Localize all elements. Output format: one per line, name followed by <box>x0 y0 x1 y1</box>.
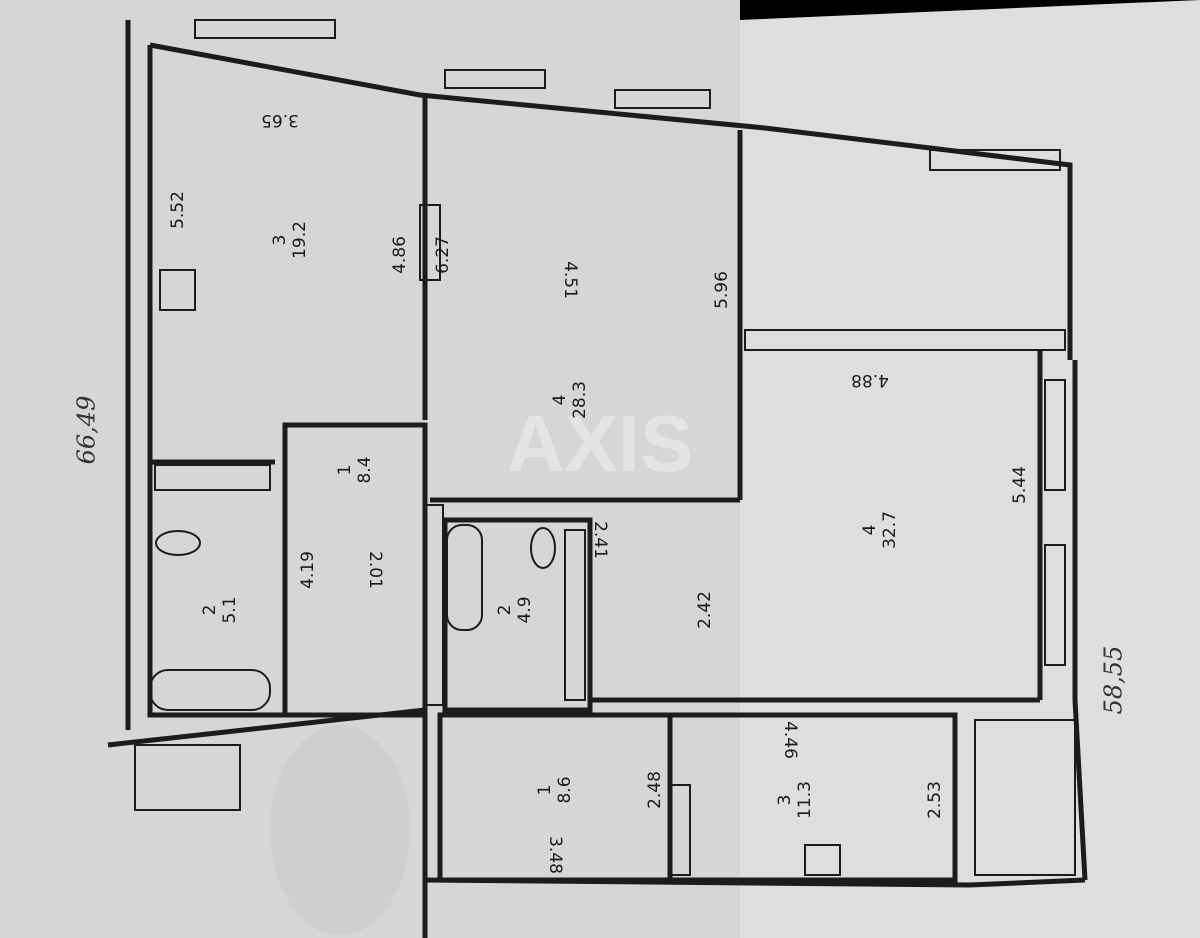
room-area: 11.3 <box>795 781 815 819</box>
dimension: 4.46 <box>780 721 800 759</box>
room-4-28.3: 4 28.3 6.27 4.51 5.96 <box>433 236 732 419</box>
toilet-icon <box>155 530 201 556</box>
room-4-32.7: 4 32.7 4.88 5.44 <box>851 370 1030 549</box>
dimension: 6.27 <box>433 236 453 274</box>
room-number: 1 <box>335 465 355 476</box>
dimension: 4.86 <box>390 236 410 274</box>
room-area: 5.1 <box>220 596 240 623</box>
sink-icon <box>154 464 271 491</box>
room-area: 28.3 <box>570 381 590 419</box>
dimension: 2.41 <box>590 521 610 559</box>
counter-icon <box>669 784 691 876</box>
room-1-8.4: 1 8.4 4.19 2.01 <box>298 456 385 588</box>
dimension: 5.96 <box>712 271 732 309</box>
room-number: 4 <box>550 395 570 406</box>
dimension: 3.65 <box>261 110 299 130</box>
room-2-4.9: 2 4.9 <box>495 596 535 623</box>
fixtures <box>149 269 841 876</box>
room-3-19.2: 3 19.2 5.52 4.86 3.65 <box>168 110 410 274</box>
room-area: 4.9 <box>515 596 535 623</box>
walls <box>107 20 1088 938</box>
hall: 2.41 2.42 <box>590 521 715 629</box>
room-number: 1 <box>535 785 555 796</box>
toilet-icon <box>530 527 556 569</box>
handwritten-total-right: 58,55 <box>1100 646 1128 715</box>
stove-icon <box>159 269 196 311</box>
windows <box>194 19 1066 666</box>
room-number: 4 <box>860 525 880 536</box>
watermark: AXIS <box>507 399 694 488</box>
dimension: 5.52 <box>168 191 188 229</box>
bathtub-icon <box>149 669 271 711</box>
dimension: 2.53 <box>925 781 945 819</box>
room-3-11.3: 3 11.3 4.46 2.53 <box>775 721 945 819</box>
handwritten-total-left: 66,49 <box>73 396 101 465</box>
room-area: 8.6 <box>555 776 575 803</box>
dimension: 2.48 <box>645 771 665 809</box>
room-number: 2 <box>200 605 220 616</box>
dimension: 3.48 <box>545 836 565 874</box>
stove-icon <box>804 844 841 876</box>
paper-sheet-right <box>740 0 1200 938</box>
room-area: 32.7 <box>880 511 900 549</box>
room-number: 3 <box>775 795 795 806</box>
redaction-blur <box>270 725 410 935</box>
bathtub-icon <box>446 524 483 631</box>
room-2-5.1: 2 5.1 <box>200 596 240 623</box>
room-1-8.6: 1 8.6 2.48 3.48 <box>535 771 665 874</box>
dimension: 4.88 <box>851 370 889 390</box>
counter-icon <box>564 529 586 701</box>
dimension: 4.51 <box>560 261 580 299</box>
room-area: 19.2 <box>290 221 310 259</box>
room-area: 8.4 <box>355 456 375 483</box>
room-number: 3 <box>270 235 290 246</box>
dimension: 5.44 <box>1010 466 1030 504</box>
dimension: 2.01 <box>365 551 385 589</box>
room-number: 2 <box>495 605 515 616</box>
dimension: 4.19 <box>298 551 318 589</box>
dimension: 2.42 <box>695 591 715 629</box>
paper-sheet-left <box>0 0 740 938</box>
